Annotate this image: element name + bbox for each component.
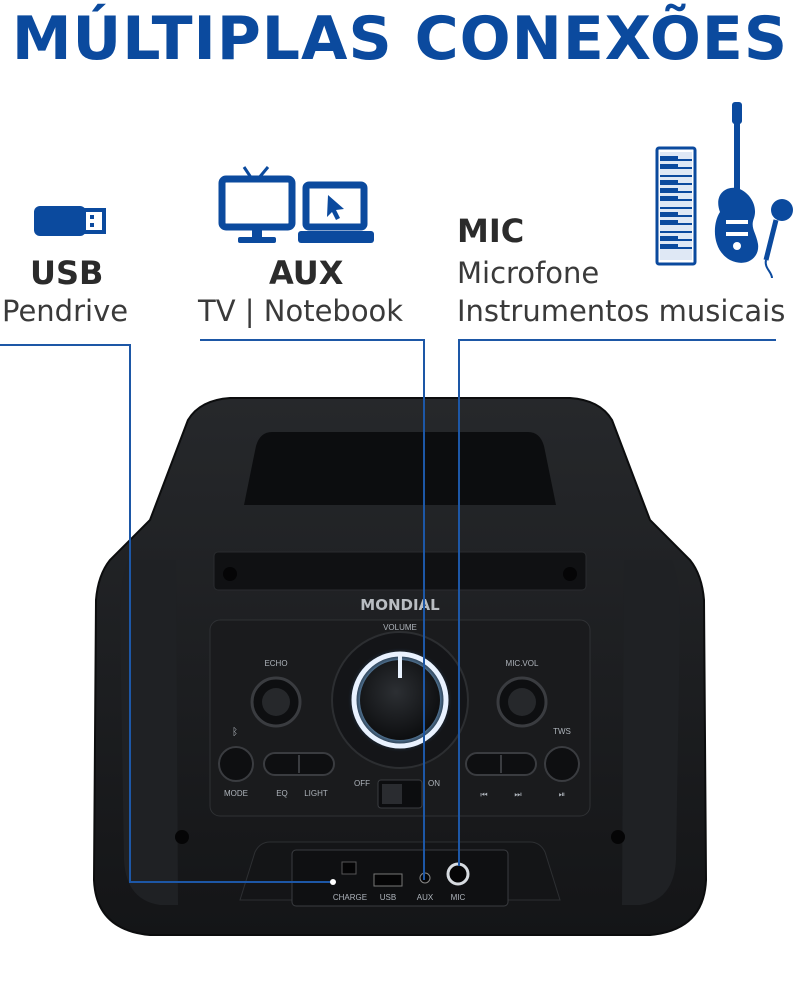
speaker-device: MONDIAL VOLUME ECHO MIC.VOL MODE ᛒ EQ LI… [92,397,708,936]
usb-stick-icon [34,206,106,236]
svg-text:⏮: ⏮ [480,790,487,799]
brand-logo: MONDIAL [360,596,440,614]
tv-laptop-icon [218,166,374,243]
mic-line1: Microfone [457,256,600,290]
echo-label: ECHO [264,659,287,668]
mic-line2: Instrumentos musicais [457,294,786,328]
mode-label: MODE [224,789,248,798]
aux-title: AUX [269,254,344,292]
svg-text:⏭: ⏭ [514,790,521,799]
off-label: OFF [354,779,370,788]
light-label: LIGHT [304,789,328,798]
charge-port-label: CHARGE [333,893,367,902]
mic-title: MIC [457,212,525,250]
keyboard-guitar-mic-icon [655,102,793,279]
usb-title: USB [30,254,104,292]
aux-port-label: AUX [417,893,434,902]
volume-label: VOLUME [383,623,417,632]
usb-subtitle: Pendrive [2,294,129,328]
svg-text:⏯: ⏯ [559,790,565,799]
aux-subtitle: TV | Notebook [198,294,404,328]
on-label: ON [428,779,440,788]
page-title: MÚLTIPLAS CONEXÕES [11,4,789,74]
mic-vol-label: MIC.VOL [506,659,539,668]
svg-text:ᛒ: ᛒ [232,727,238,738]
mic-port-label: MIC [451,893,466,902]
usb-port-label: USB [380,893,396,902]
eq-label: EQ [276,789,288,798]
tws-label: TWS [553,727,571,736]
